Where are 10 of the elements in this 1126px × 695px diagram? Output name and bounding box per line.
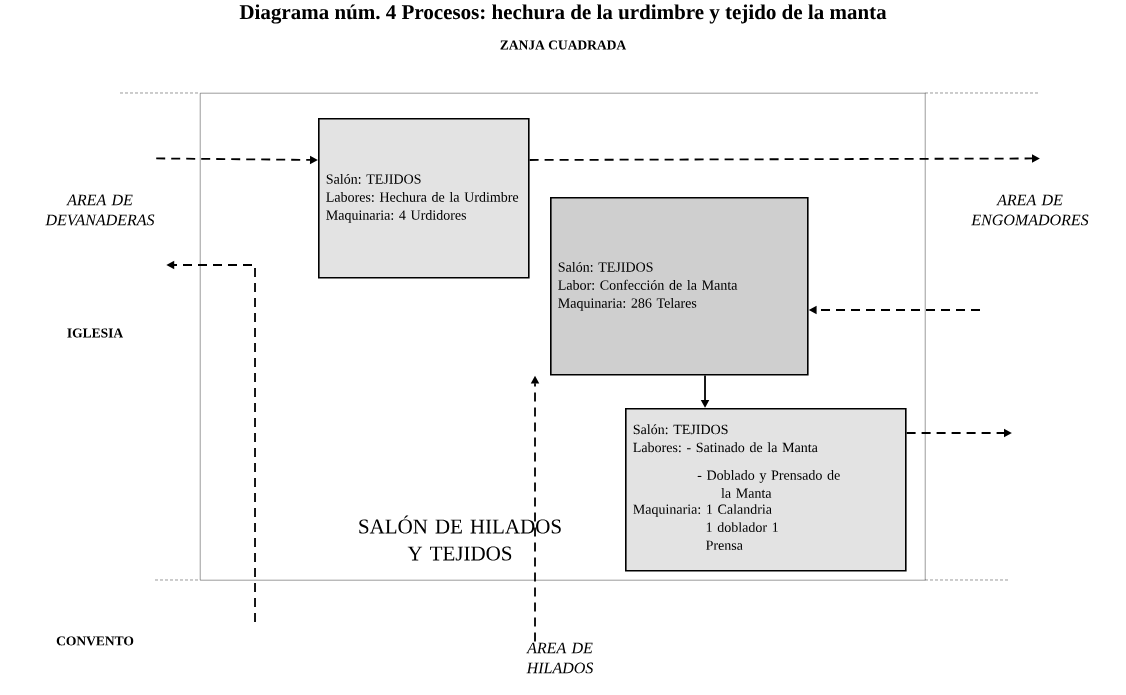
process-box: Salón: TEJIDOS Labores: Hechura de la Urdimbre Maquinaria: 4 Urdidores xyxy=(318,118,530,279)
place-label: CONVENTO xyxy=(56,636,134,646)
place-label: IGLESIA xyxy=(67,328,124,338)
area-label: AREA DE DEVANADERAS xyxy=(45,194,155,226)
area-label: AREA DE HILADOS xyxy=(526,642,594,674)
title: Diagrama núm. 4 Procesos: hechura de la urdimbre y tejido de la manta xyxy=(239,4,887,24)
area-label: AREA DE ENGOMADORES xyxy=(971,194,1089,226)
process-box: Salón: TEJIDOS Labor: Confección de la Manta Maquinaria: 286 Telares xyxy=(550,197,809,376)
process-box: Salón: TEJIDOS Labores: - Satinado de la Manta - Doblado y Prensado de la Manta Maquinaria: 1 Calandria 1 doblador 1 Prensa xyxy=(625,408,907,572)
place-label: ZANJA CUADRADA xyxy=(500,40,627,50)
